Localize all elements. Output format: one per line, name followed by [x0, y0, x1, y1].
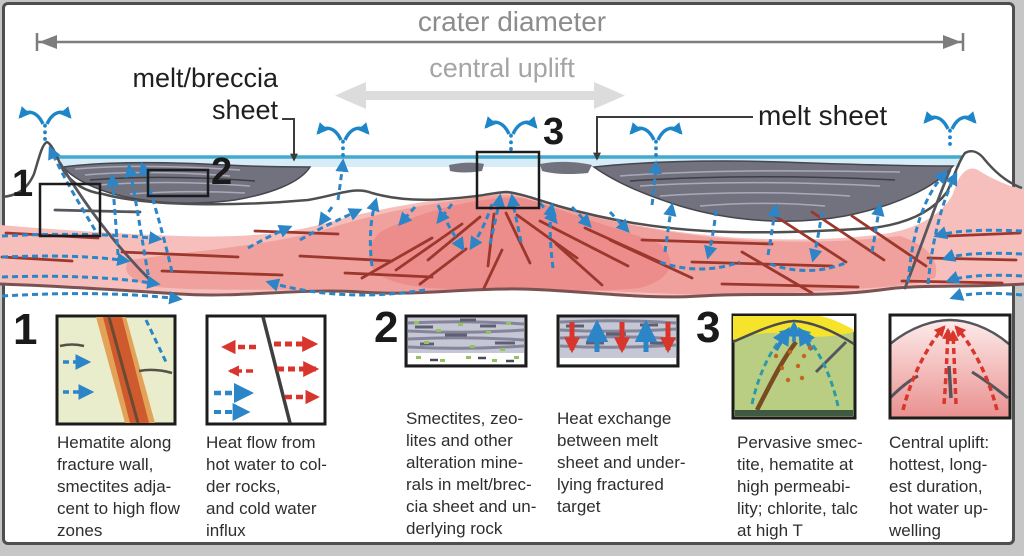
- caption-central-uplift: Central uplift: hottest, long- est durat…: [889, 433, 990, 540]
- water-circulation-arrows: [1, 145, 1023, 305]
- inset-heat-flow: [205, 314, 327, 426]
- inset-hematite-fracture: [55, 314, 177, 426]
- panel-number-1: 1: [13, 305, 38, 354]
- caption-heat-exchange: Heat exchange between melt sheet and und…: [557, 409, 686, 516]
- label-pointer-lines: [282, 116, 753, 162]
- crater-lake-water: [56, 155, 962, 167]
- section-marker-1: 1: [12, 163, 34, 205]
- melt-sheet-label: melt sheet: [758, 100, 888, 131]
- caption-pervasive-smectite: Pervasive smec- tite, hematite at high p…: [737, 433, 863, 540]
- inset-central-uplift-upwelling: [888, 313, 1012, 420]
- crater-diameter-label: crater diameter: [417, 6, 607, 37]
- melt-breccia-sheet-label: melt/breccia sheet: [132, 63, 278, 126]
- section-marker-3: 3: [543, 111, 565, 153]
- panel-number-3: 3: [696, 303, 721, 352]
- central-uplift-arrow-icon: [335, 82, 625, 109]
- panel-number-2: 2: [374, 303, 399, 352]
- caption-hematite-fracture: Hematite along fracture wall, smectites …: [57, 433, 180, 540]
- melt-sheet-lens: [449, 160, 955, 222]
- detail-location-boxes: [38, 150, 541, 238]
- inset-alteration-minerals: [404, 314, 528, 368]
- caption-heat-flow: Heat flow from hot water to col- der roc…: [206, 433, 327, 540]
- section-marker-2: 2: [211, 151, 233, 193]
- crater-diameter-arrow-icon: [35, 33, 965, 51]
- inset-heat-exchange: [556, 314, 680, 368]
- caption-alteration-minerals: Smectites, zeo- lites and other alterati…: [406, 409, 537, 538]
- inset-pervasive-smectite: [731, 313, 857, 420]
- central-uplift-label: central uplift: [429, 53, 575, 83]
